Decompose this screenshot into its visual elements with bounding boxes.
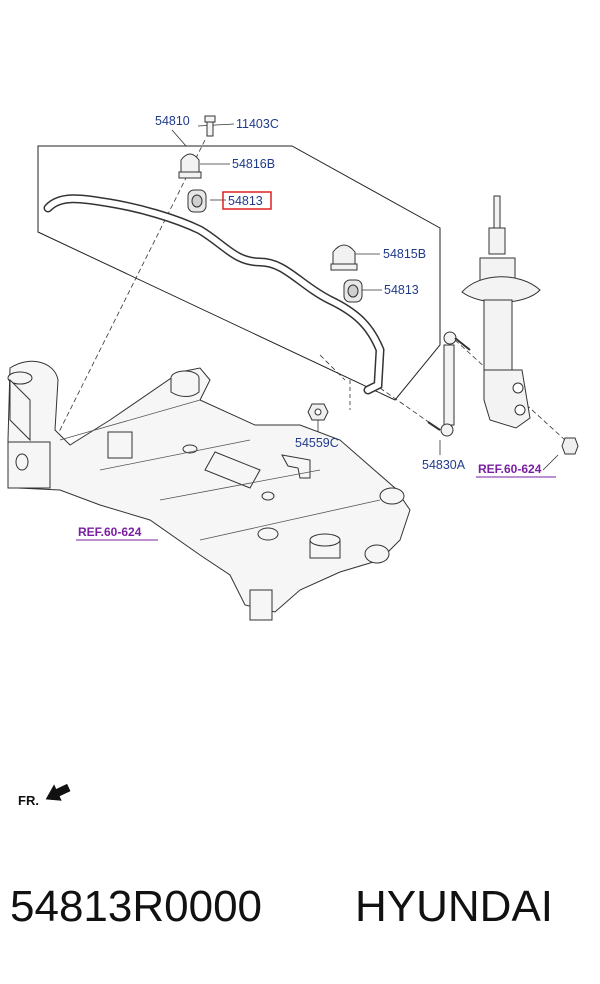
label-bracket-right[interactable]: 54815B [383,247,426,261]
assembly-outline [37,145,441,401]
front-marker: FR. [18,793,39,808]
label-bushing-highlighted[interactable]: 54813 [228,194,263,208]
ref-strut[interactable]: REF.60-624 [478,462,542,476]
stabilizer-link-part[interactable] [427,331,471,437]
nut-part[interactable] [307,403,329,421]
label-stabilizer-bar[interactable]: 54810 [155,114,190,128]
bushing-highlighted-part[interactable] [187,189,207,213]
strut-nut-part [561,437,579,455]
label-bushing-right[interactable]: 54813 [384,283,419,297]
ref-subframe[interactable]: REF.60-624 [78,525,142,539]
label-nut[interactable]: 54559C [295,436,339,450]
bracket-right-part[interactable] [330,244,358,271]
brand-name: HYUNDAI [355,882,554,931]
label-stabilizer-link[interactable]: 54830A [422,458,466,472]
subframe [7,360,411,621]
bushing-right-part[interactable] [343,279,363,303]
part-number: 54813R0000 [10,882,263,931]
highlight-box [222,191,272,210]
caption: 54813R0000 HYUNDAI [0,882,600,942]
strut-assembly [461,195,541,429]
bracket-left-part[interactable] [178,153,202,179]
stabilizer-bar[interactable] [43,194,385,395]
label-bracket-left[interactable]: 54816B [232,157,275,171]
front-arrow-icon [45,783,71,801]
bolt-part[interactable] [204,115,216,137]
label-bolt[interactable]: 11403C [236,117,279,131]
